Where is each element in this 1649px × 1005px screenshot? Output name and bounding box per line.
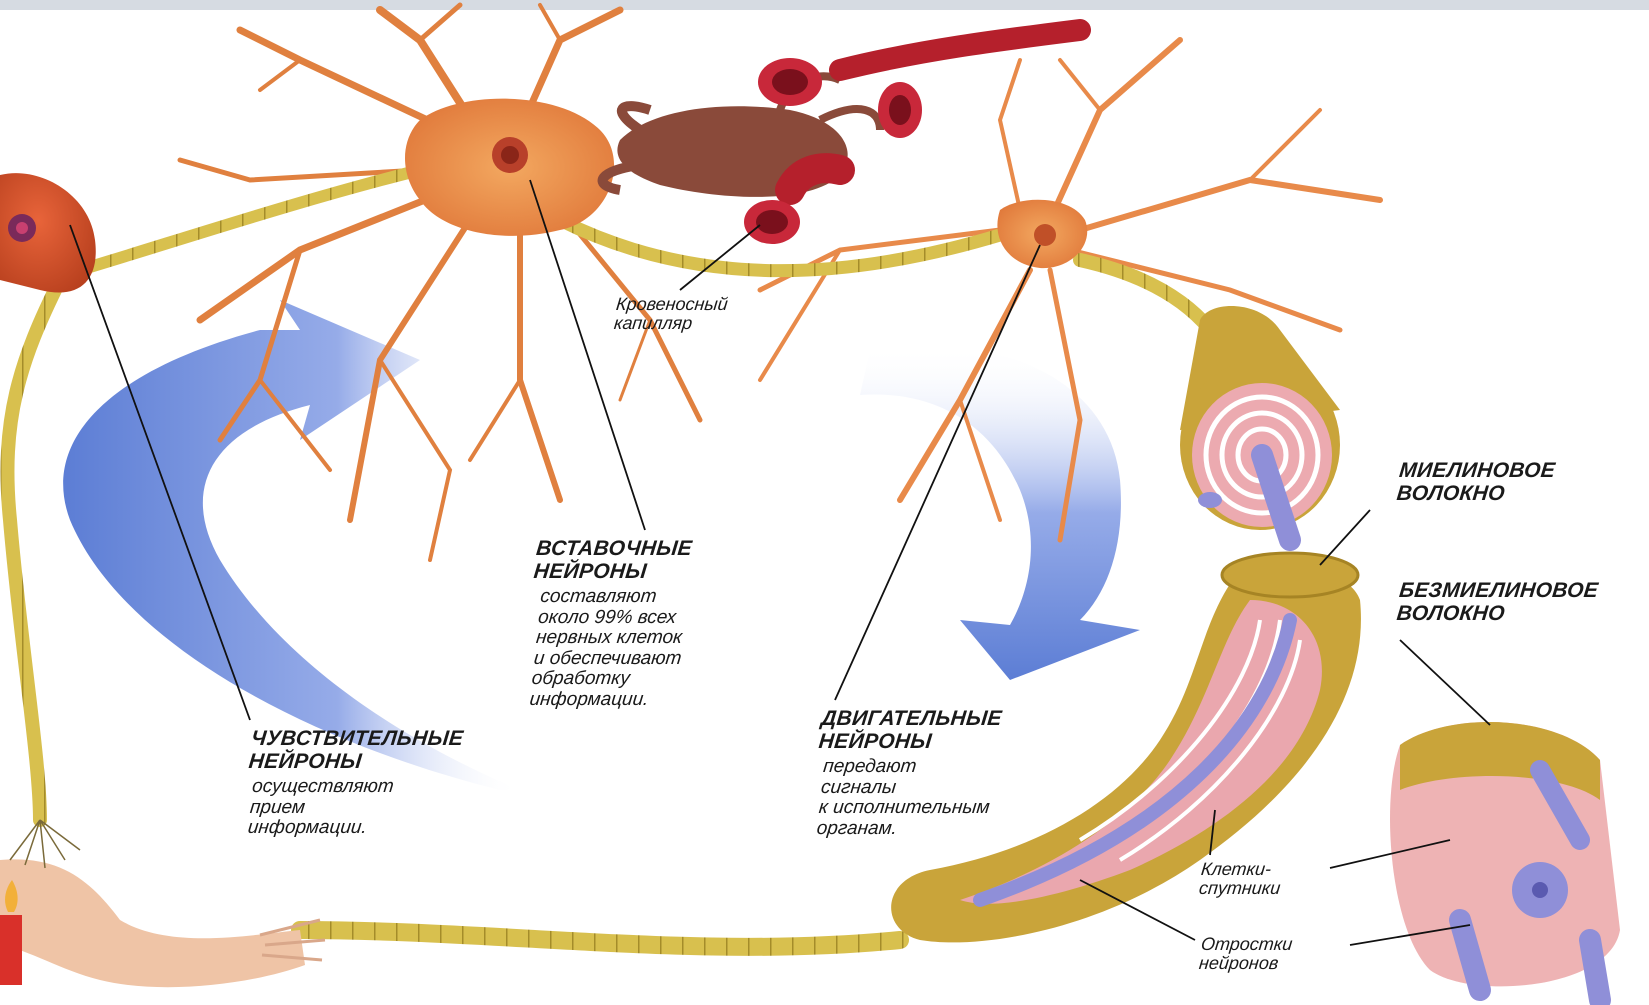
neuron-processes-label: Отростки нейронов (1198, 935, 1293, 974)
signal-arrow-up (63, 300, 520, 790)
motor-neurons-description: передают сигналы к исполнительным органа… (816, 757, 995, 839)
signal-arrow-down (860, 346, 1140, 680)
sensory-neurons-title: ЧУВСТВИТЕЛЬНЫЕ НЕЙРОНЫ (248, 728, 465, 773)
arm-illustration (0, 859, 325, 987)
top-strip (0, 0, 1649, 10)
sensory-neurons-description: осуществляют прием информации. (247, 777, 395, 839)
interneurons-description: составляют около 99% всех нервных клеток… (529, 587, 689, 710)
unmyelinated-fiber-label: БЕЗМИЕЛИНОВОЕ ВОЛОКНО (1396, 580, 1600, 625)
capillary-label: Кровеносный капилляр (613, 295, 729, 334)
leader-unmyelinated (1400, 640, 1490, 725)
leader-myelin (1320, 510, 1370, 565)
myelin-fiber-cross-section (1180, 306, 1340, 540)
interneuron-dendrites (180, 5, 700, 560)
bottom-axon (300, 930, 900, 947)
myelin-fiber-label: МИЕЛИНОВОЕ ВОЛОКНО (1396, 460, 1557, 505)
interneurons-title: ВСТАВОЧНЫЕ НЕЙРОНЫ (533, 538, 694, 583)
sensory-neuron-body (0, 173, 96, 292)
sensory-axon (7, 280, 60, 820)
satellite-cells-label: Клетки- спутники (1198, 860, 1283, 899)
motor-neurons-title: ДВИГАТЕЛЬНЫЕ НЕЙРОНЫ (818, 708, 1003, 753)
interneuron-soma (405, 99, 614, 236)
unmyelinated-fiber (1390, 722, 1620, 1000)
